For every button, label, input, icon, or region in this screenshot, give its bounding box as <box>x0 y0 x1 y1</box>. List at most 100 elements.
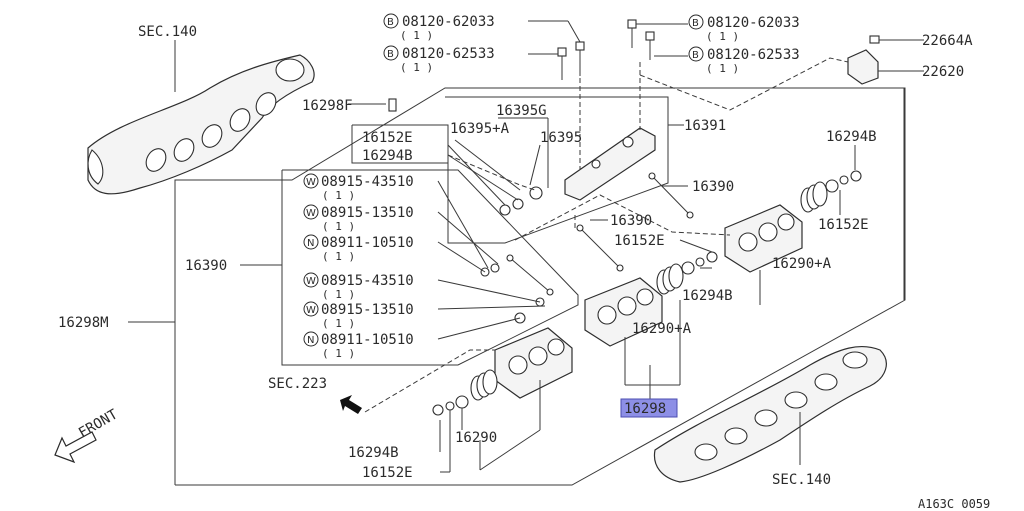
washer-list-box <box>281 169 579 366</box>
washer-number: 08911-10510 <box>321 332 414 348</box>
washer-qty: ( 1 ) <box>322 347 355 360</box>
circle-w-icon <box>303 301 319 317</box>
washer-callout-5: W 08915-13510 ( 1 ) <box>303 301 546 330</box>
label-16395: 16395 <box>540 130 582 146</box>
label-16294B-bottom: 16294B <box>348 445 399 461</box>
bolt-qty: ( 1 ) <box>400 61 433 74</box>
label-16294B-right: 16294B <box>826 129 877 145</box>
ref-line-3 <box>639 57 849 111</box>
intake-manifold-top <box>87 54 315 195</box>
circle-b-icon <box>383 13 399 29</box>
label-16152E-a: 16152E <box>362 130 413 146</box>
washer-prefix: N <box>307 238 314 249</box>
washer-number: 08915-13510 <box>321 302 414 318</box>
throttle-body-left <box>494 327 573 399</box>
throttle-body-right <box>724 204 803 273</box>
ref-line-2 <box>514 194 731 241</box>
label-16152E-bottom: 16152E <box>362 465 413 481</box>
label-16290A-right: 16290+A <box>772 256 832 272</box>
bolt-qty: ( 1 ) <box>400 29 433 42</box>
label-16391: 16391 <box>684 118 726 134</box>
washer-callout-2: W 08915-13510 ( 1 ) <box>303 204 499 265</box>
label-16395A: 16395+A <box>450 121 510 137</box>
washer-number: 08915-43510 <box>321 273 414 289</box>
washer-qty: ( 1 ) <box>322 189 355 202</box>
label-sec223: SEC.223 <box>268 376 327 392</box>
front-arrow-icon <box>54 431 97 464</box>
circle-b-icon <box>688 46 704 62</box>
washer-number: 08915-43510 <box>321 174 414 190</box>
small-hardware <box>432 170 862 416</box>
leader-lines <box>128 20 924 473</box>
throttle-body-middle <box>584 277 663 347</box>
label-16152E-right: 16152E <box>818 217 869 233</box>
intake-manifold-bottom <box>653 345 887 483</box>
bolt-callout-2: B 08120-62533 ( 1 ) <box>383 45 495 74</box>
spring-right <box>800 181 828 213</box>
bolt-number: 08120-62033 <box>707 15 800 31</box>
label-box-top <box>351 124 449 164</box>
assembly-frame <box>174 87 906 486</box>
label-16298[interactable]: 16298 <box>624 401 666 417</box>
washer-prefix: W <box>306 276 316 287</box>
bolt-number: 08120-62533 <box>707 47 800 63</box>
washer-callout-3: N 08911-10510 ( 1 ) <box>303 234 486 273</box>
label-front: FRONT <box>76 406 121 441</box>
sensor-22620 <box>847 35 892 85</box>
washer-qty: ( 1 ) <box>322 317 355 330</box>
label-16390-right: 16390 <box>692 179 734 195</box>
bolt-prefix: B <box>692 18 699 29</box>
label-sec140-top: SEC.140 <box>138 24 197 40</box>
washer-prefix: W <box>306 305 316 316</box>
label-16152E-mid: 16152E <box>614 233 665 249</box>
sec223-arrow-icon <box>340 395 362 414</box>
ref-line-1 <box>364 349 495 413</box>
bolt-callout-3: B 08120-62033 ( 1 ) <box>688 14 800 43</box>
spring-left <box>470 369 498 401</box>
label-16390-mid: 16390 <box>610 213 652 229</box>
circle-w-icon <box>303 173 319 189</box>
washer-callout-4: W 08915-43510 ( 1 ) <box>303 272 541 303</box>
label-16298M: 16298M <box>58 315 109 331</box>
highlight-16298 <box>620 398 678 418</box>
bolt-prefix: B <box>387 49 394 60</box>
ref-line-4 <box>447 154 536 191</box>
washer-prefix: W <box>306 208 316 219</box>
washer-number: 08911-10510 <box>321 235 414 251</box>
washer-prefix: N <box>307 335 314 346</box>
washer-prefix: W <box>306 177 316 188</box>
bolt-callout-1: B 08120-62033 ( 1 ) <box>383 13 495 42</box>
circle-w-icon <box>303 204 319 220</box>
label-16298F: 16298F <box>302 98 353 114</box>
bolt-prefix: B <box>692 50 699 61</box>
label-22620: 22620 <box>922 64 964 80</box>
label-sec140-bottom: SEC.140 <box>772 472 831 488</box>
bolt-qty: ( 1 ) <box>706 62 739 75</box>
bolt-prefix: B <box>387 17 394 28</box>
bolt-callout-4: B 08120-62533 ( 1 ) <box>688 46 800 75</box>
circle-w-icon <box>303 272 319 288</box>
label-16294B-a: 16294B <box>362 148 413 164</box>
bolt-number: 08120-62033 <box>402 14 495 30</box>
washer-qty: ( 1 ) <box>322 250 355 263</box>
label-16395G: 16395G <box>496 103 547 119</box>
bracket-16391 <box>564 127 656 201</box>
washer-qty: ( 1 ) <box>322 220 355 233</box>
label-22664A: 22664A <box>922 33 973 49</box>
label-16294B-mid: 16294B <box>682 288 733 304</box>
circle-b-icon <box>688 14 704 30</box>
linkage-rods <box>506 172 694 296</box>
bolt-number: 08120-62533 <box>402 46 495 62</box>
drawing-id: A163C 0059 <box>918 497 990 511</box>
circle-b-icon <box>383 45 399 61</box>
washer-callout-6: N 08911-10510 ( 1 ) <box>303 317 521 360</box>
bolt-qty: ( 1 ) <box>706 30 739 43</box>
washer-qty: ( 1 ) <box>322 288 355 301</box>
bracket-box-16391 <box>445 96 669 244</box>
spring-middle <box>656 263 684 295</box>
circle-n-icon <box>303 331 319 347</box>
washer-callout-1: W 08915-43510 ( 1 ) <box>303 173 489 269</box>
plug-16298F <box>388 98 397 112</box>
label-16290: 16290 <box>455 430 497 446</box>
